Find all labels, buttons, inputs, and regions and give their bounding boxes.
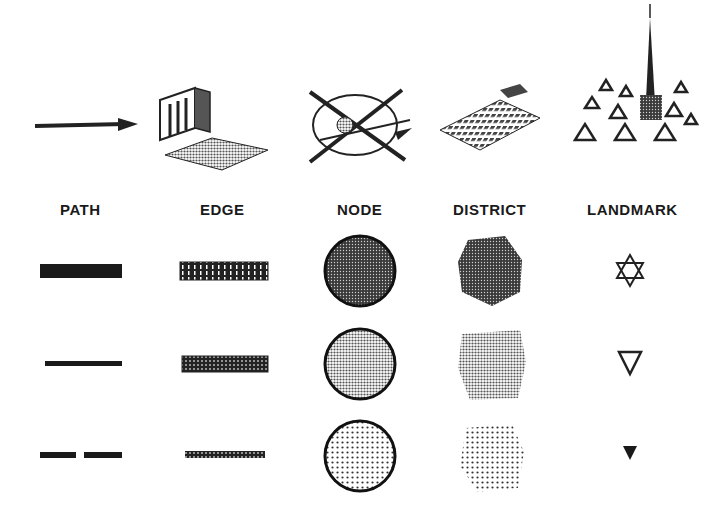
path-symbol [40,264,122,278]
node-symbol [325,421,395,491]
path-symbol [45,361,122,366]
district-symbol [460,424,524,492]
column-heading: PATH [60,201,101,218]
edge-symbol [182,356,268,372]
district-symbol [458,236,522,306]
column-heading: EDGE [200,201,245,218]
edge-symbol [185,451,265,458]
landmark-symbol [617,255,643,286]
landmark-symbol [623,446,637,460]
column-heading: DISTRICT [453,201,526,218]
district-illustration [440,84,540,150]
column-heading: LANDMARK [587,201,678,218]
path-illustration [35,118,138,131]
node-illustration [310,90,412,162]
path-symbol [40,452,122,458]
edge-illustration [160,88,268,170]
landmark-symbol [619,352,641,374]
district-symbol [458,330,526,400]
edge-symbol [180,262,268,280]
column-heading: NODE [337,201,382,218]
landmark-illustration [575,4,697,140]
node-symbol [325,236,395,306]
node-symbol [325,329,395,399]
